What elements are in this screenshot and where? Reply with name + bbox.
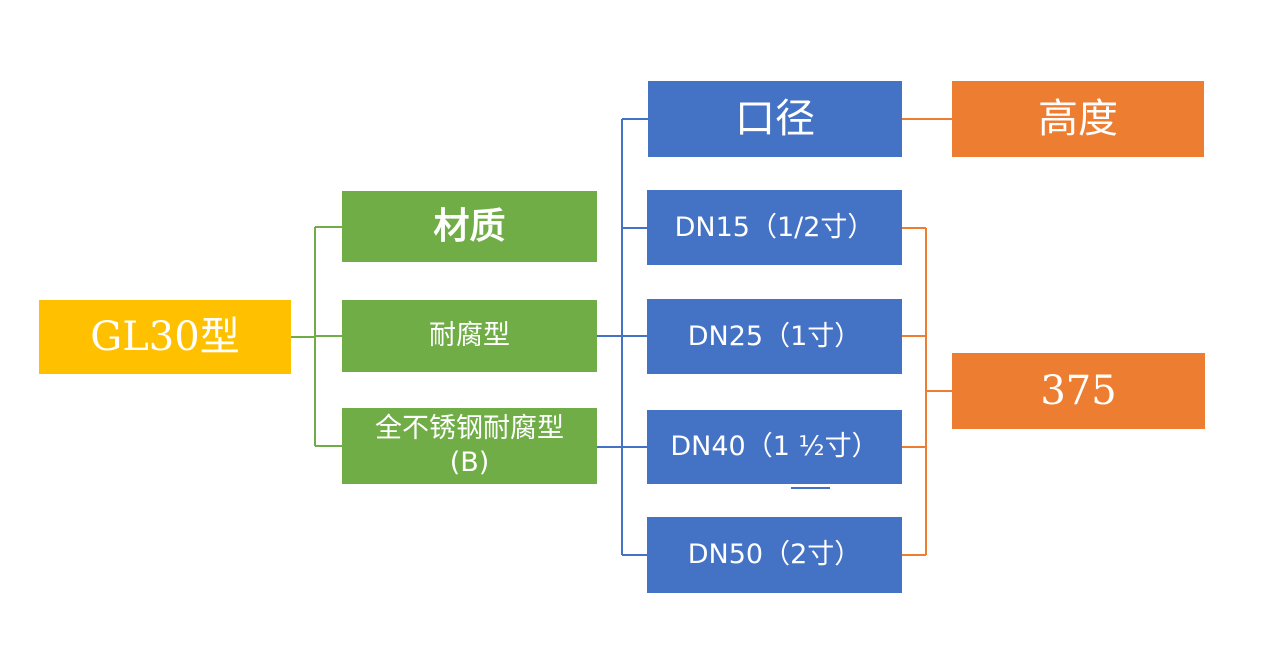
material-header-label: 材质 [433,206,506,247]
caliber-item-dn50-label: DN50（2寸） [687,539,862,571]
caliber-item-dn15-label: DN15（1/2寸） [674,211,875,243]
caliber-item-dn25-label: DN25（1寸） [687,320,862,352]
height-value-node: 375 [952,353,1205,429]
height-value-label: 375 [1040,368,1117,414]
material-item-node-2: 全不锈钢耐腐型 (B) [342,408,597,484]
caliber-item-node-dn50: DN50（2寸） [647,517,902,593]
root-node: GL30型 [39,300,291,374]
caliber-header-node: 口径 [648,81,902,157]
material-item-2-label-line1: 全不锈钢耐腐型 [375,413,564,445]
height-header-label: 高度 [1038,96,1118,142]
caliber-header-label: 口径 [735,96,815,142]
material-header-node: 材质 [342,191,597,262]
root-node-label: GL30型 [90,314,240,360]
material-item-2-label-line2: (B) [449,447,490,478]
material-item-1-label: 耐腐型 [429,320,510,352]
caliber-item-node-dn40: DN40（1 ½寸） [647,410,902,484]
height-header-node: 高度 [952,81,1204,157]
caliber-item-node-dn25: DN25（1寸） [647,299,902,374]
caliber-item-node-dn15: DN15（1/2寸） [647,190,902,265]
material-item-node-1: 耐腐型 [342,300,597,372]
caliber-item-dn40-label: DN40（1 ½寸） [670,431,879,463]
